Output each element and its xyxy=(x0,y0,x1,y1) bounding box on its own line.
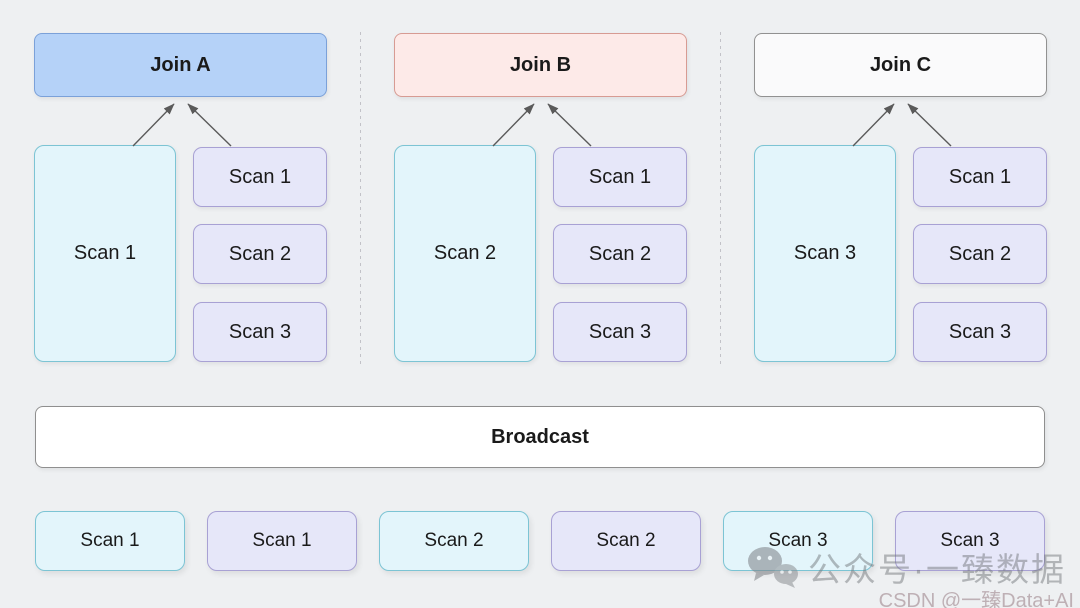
join-a-node: Join A xyxy=(34,33,327,97)
csdn-watermark-text: CSDN @一臻Data+AI xyxy=(878,590,1074,608)
arrow-b-right xyxy=(547,103,592,147)
bottom-scan-2-lavender: Scan 2 xyxy=(551,511,701,571)
join-b-label: Join B xyxy=(509,53,572,76)
arrow-a-right xyxy=(187,103,232,147)
scan-label-c1: Scan 1 xyxy=(948,165,1012,188)
scan-label-a3: Scan 3 xyxy=(228,320,292,343)
bottom-scan-1-cyan-label: Scan 1 xyxy=(80,530,140,551)
scan-node-a1: Scan 1 xyxy=(193,147,327,207)
scan-label-c3: Scan 3 xyxy=(948,320,1012,343)
bottom-scan-row: Scan 1 Scan 1 Scan 2 Scan 2 Scan 3 Scan … xyxy=(35,511,1045,571)
big-scan-node-b: Scan 2 xyxy=(394,145,536,362)
scan-node-b1: Scan 1 xyxy=(553,147,687,207)
arrow-c-right xyxy=(907,103,952,147)
scan-label-b3: Scan 3 xyxy=(588,320,652,343)
join-a-label: Join A xyxy=(150,53,211,76)
scan-label-b1: Scan 1 xyxy=(588,165,652,188)
big-scan-label-c: Scan 3 xyxy=(793,242,857,264)
scan-label-c2: Scan 2 xyxy=(948,242,1012,265)
big-scan-label-b: Scan 2 xyxy=(433,242,497,264)
arrow-b-left xyxy=(492,103,535,147)
bottom-scan-2-lavender-label: Scan 2 xyxy=(596,530,656,551)
bottom-scan-3-cyan-label: Scan 3 xyxy=(768,530,828,551)
big-scan-node-c: Scan 3 xyxy=(754,145,896,362)
arrow-a-left xyxy=(132,103,175,147)
bottom-scan-3-cyan: Scan 3 xyxy=(723,511,873,571)
broadcast-node: Broadcast xyxy=(35,406,1045,468)
join-c-label: Join C xyxy=(869,53,932,76)
join-b-node: Join B xyxy=(394,33,687,97)
scan-node-c1: Scan 1 xyxy=(913,147,1047,207)
broadcast-label: Broadcast xyxy=(491,425,589,448)
scan-node-b3: Scan 3 xyxy=(553,302,687,362)
bottom-scan-1-cyan: Scan 1 xyxy=(35,511,185,571)
scan-node-a3: Scan 3 xyxy=(193,302,327,362)
bottom-scan-3-lavender: Scan 3 xyxy=(895,511,1045,571)
arrow-c-left xyxy=(852,103,895,147)
bottom-scan-3-lavender-label: Scan 3 xyxy=(940,530,1000,551)
scan-node-c3: Scan 3 xyxy=(913,302,1047,362)
big-scan-node-a: Scan 1 xyxy=(34,145,176,362)
big-scan-label-a: Scan 1 xyxy=(73,242,137,264)
scan-label-a1: Scan 1 xyxy=(228,165,292,188)
scan-label-a2: Scan 2 xyxy=(228,242,292,265)
bottom-scan-1-lavender-label: Scan 1 xyxy=(252,530,312,551)
scan-label-b2: Scan 2 xyxy=(588,242,652,265)
bottom-scan-2-cyan: Scan 2 xyxy=(379,511,529,571)
scan-node-c2: Scan 2 xyxy=(913,224,1047,284)
bottom-scan-2-cyan-label: Scan 2 xyxy=(424,530,484,551)
scan-node-a2: Scan 2 xyxy=(193,224,327,284)
join-c-node: Join C xyxy=(754,33,1047,97)
scan-node-b2: Scan 2 xyxy=(553,224,687,284)
bottom-scan-1-lavender: Scan 1 xyxy=(207,511,357,571)
